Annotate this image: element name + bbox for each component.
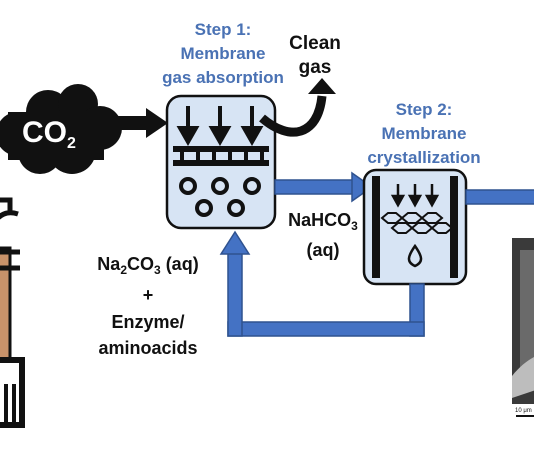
step1-line3: gas absorption: [162, 68, 284, 87]
step2-line2: Membrane: [381, 124, 467, 143]
na2co3-label: Na2CO3 (aq): [97, 254, 199, 277]
bubbles-icon: [179, 177, 261, 217]
step1-line2: Membrane: [180, 44, 266, 63]
enzyme-line2: aminoacids: [98, 338, 198, 358]
outlet-flow-arrow: [465, 189, 534, 205]
step2-title: Step 2:: [395, 100, 453, 119]
step2-line3: crystallization: [367, 148, 481, 167]
step1-title: Step 1:: [194, 20, 252, 39]
down-arrows-icon: [390, 184, 440, 208]
droplet-icon: [407, 243, 423, 268]
step1-module: [165, 94, 277, 230]
co2-label: CO2: [22, 116, 76, 152]
co2-inlet-arrow: [104, 108, 168, 138]
nahco3-label: NaHCO3 (aq): [288, 210, 358, 260]
membrane-layer: [173, 146, 269, 152]
chimney-icon: [0, 197, 25, 428]
down-arrows-icon: [176, 106, 264, 147]
absorbent-label: Na2CO3 (aq) + Enzyme/ aminoacids: [88, 252, 208, 360]
crystal-lattice-icon: [380, 212, 454, 234]
step2-label: Step 2: Membrane crystallization: [362, 98, 486, 170]
recycle-loop-arrow: [219, 230, 425, 337]
step2-module: [362, 168, 468, 286]
step1-label: Step 1: Membrane gas absorption: [150, 18, 296, 90]
clean-gas-label: Clean gas: [289, 33, 341, 78]
co2-cloud-icon: [0, 84, 122, 174]
plus-sign: +: [142, 285, 154, 305]
enzyme-line1: Enzyme/: [111, 312, 185, 332]
nahco3-flow-arrow: [274, 171, 374, 203]
clean-gas-arrow: [259, 78, 336, 137]
sem-micrograph: 10 μm: [512, 238, 534, 424]
micrograph-scale-label: 10 μm: [515, 408, 532, 414]
